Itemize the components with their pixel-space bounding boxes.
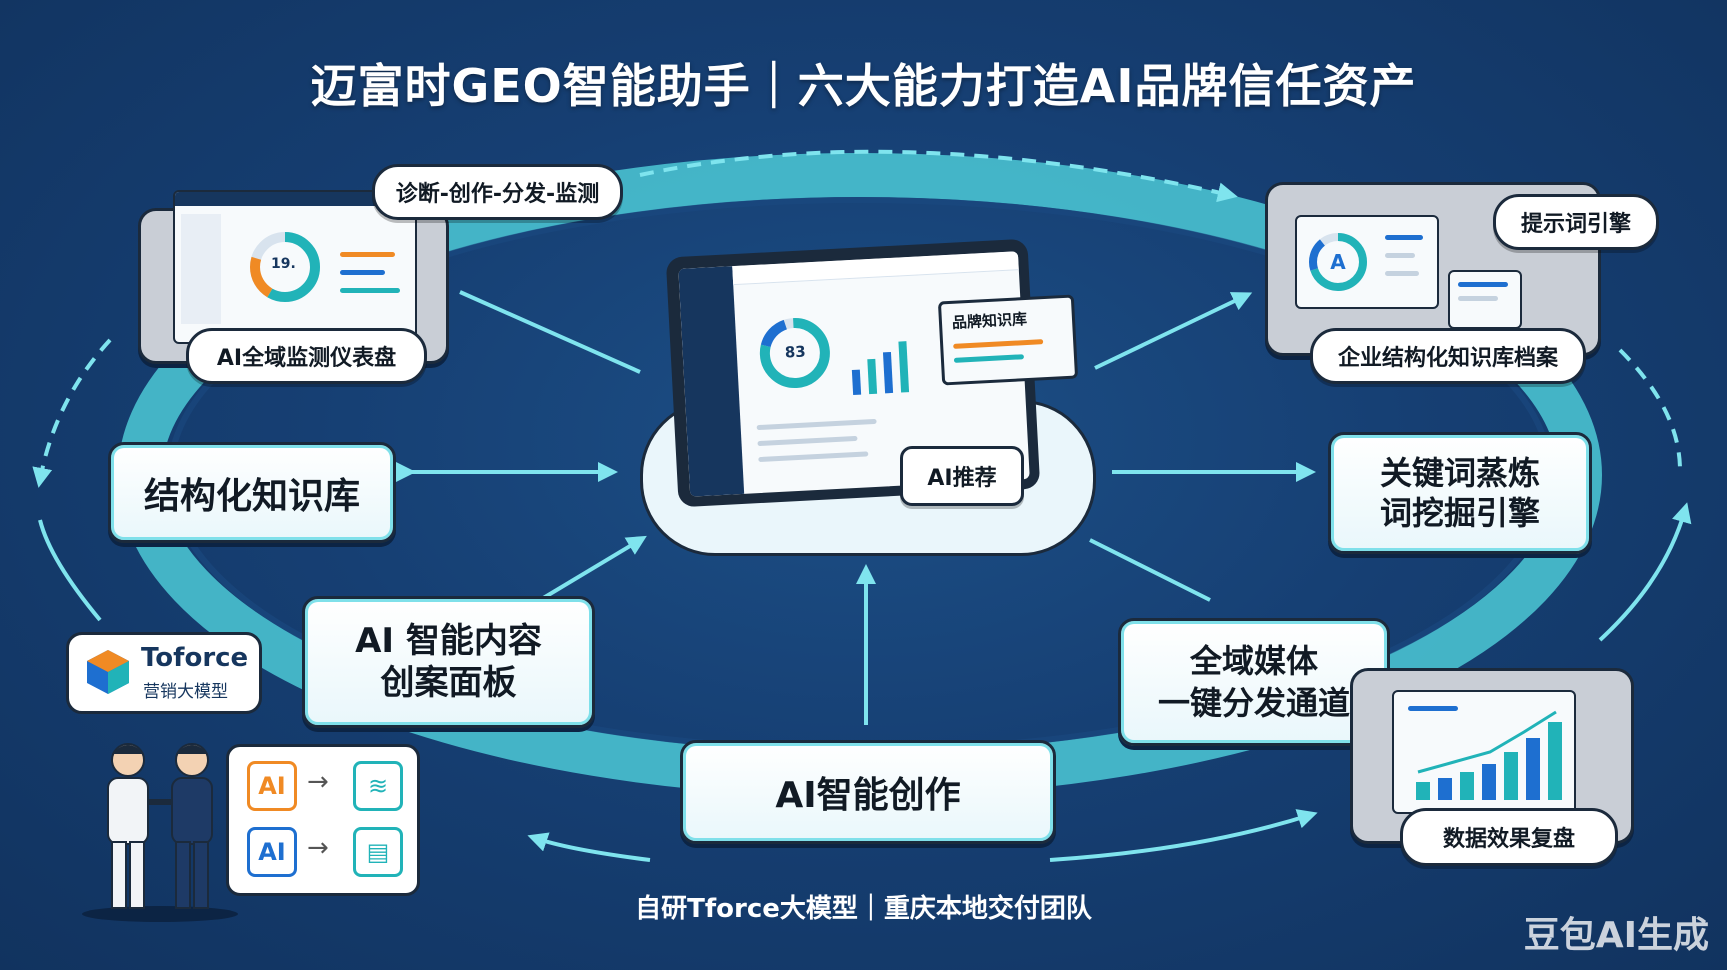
kb-archive-line-3	[1385, 271, 1419, 276]
dashboard-label: AI全域监测仪表盘	[186, 328, 427, 384]
kb-archive-card	[1448, 270, 1522, 329]
toforce-subtitle: 营销大模型	[143, 682, 228, 702]
kb-archive-line-1	[1385, 235, 1423, 240]
arrow-bottom-right	[1049, 809, 1318, 862]
arrow-left-lower	[38, 519, 102, 622]
kb-card-line-1	[1458, 282, 1508, 287]
dashboard-gauge	[250, 232, 320, 302]
ai-tag-blue: AI	[247, 827, 297, 877]
toforce-logo-icon	[87, 650, 129, 694]
center-tablet: 83	[665, 238, 1041, 508]
content-panel-line-2: 创案面板	[380, 663, 517, 703]
prompt-engine-bubble: 提示词引擎	[1493, 194, 1659, 250]
kb-archive-line-2	[1385, 253, 1415, 258]
content-panel-box: AI 智能内容 创案面板	[302, 596, 595, 728]
dashboard-gauge-value: 19.	[271, 256, 296, 272]
keyword-engine-box: 关键词蒸炼 词挖掘引擎	[1328, 432, 1592, 554]
page-title: 迈富时GEO智能助手｜六大能力打造AI品牌信任资产	[310, 59, 1417, 113]
spoke-lower-left	[538, 535, 647, 602]
center-bar-2	[867, 358, 878, 395]
center-tablet-sidebar	[678, 266, 745, 497]
ai-creation-box: AI智能创作	[680, 740, 1056, 844]
media-distribution-box: 全域媒体 一键分发通道	[1118, 618, 1390, 746]
toforce-badge: Toforce 营销大模型	[66, 632, 262, 714]
dashboard-bar-1	[340, 252, 395, 257]
dashboard-screen: 19.	[173, 190, 417, 344]
media-distribution-line-1: 全域媒体	[1189, 642, 1318, 680]
content-panel-line-1: AI 智能内容	[355, 621, 542, 661]
keyword-engine-line-1: 关键词蒸炼	[1379, 454, 1540, 492]
kb-archive-gauge: A	[1309, 233, 1367, 291]
spoke-lower-right	[1089, 538, 1211, 602]
diagnose-flow-bubble: 诊断-创作-分发-监测	[372, 164, 623, 220]
center-gauge-value: 83	[784, 342, 807, 362]
business-people-icon	[82, 743, 238, 922]
center-bar-3	[882, 351, 894, 394]
media-distribution-line-2: 一键分发通道	[1157, 684, 1350, 722]
kb-archive-screen: A	[1295, 215, 1439, 309]
center-list-line-2	[757, 435, 858, 447]
toforce-name: Toforce	[141, 643, 249, 673]
dashed-left-arc	[32, 338, 112, 488]
brand-kb-line-1	[953, 339, 1044, 349]
brand-kb-title: 品牌知识库	[951, 309, 1028, 332]
center-list-line-1	[756, 418, 877, 431]
footer-caption: 自研Tforce大模型｜重庆本地交付团队	[635, 894, 1092, 924]
center-gauge	[759, 318, 830, 389]
dashboard-sidebar	[181, 214, 221, 324]
book-icon: ▤	[353, 827, 403, 877]
center-tablet-topbar	[732, 251, 1019, 286]
dashboard-topbar	[175, 192, 415, 206]
review-title-line	[1408, 706, 1458, 711]
layers-icon: ≋	[353, 761, 403, 811]
dashboard-bar-3	[340, 288, 400, 293]
watermark: 豆包AI生成	[1523, 915, 1709, 956]
ai-conversion-card: AI → ≋ AI → ▤	[226, 744, 420, 896]
spoke-upper-left	[459, 290, 641, 374]
structured-kb-box: 结构化知识库	[108, 442, 396, 543]
center-tablet-screen: 83	[676, 249, 1032, 499]
brand-kb-card: 品牌知识库	[937, 294, 1079, 386]
arrow-right-icon-2: →	[307, 833, 329, 863]
dashed-right-arc	[1618, 348, 1682, 471]
spoke-upper-right	[1094, 292, 1253, 370]
arrow-bottom-left	[527, 832, 651, 862]
arrow-right-icon-1: →	[307, 767, 329, 797]
ai-recommend-bubble: AI推荐	[900, 446, 1024, 506]
kb-archive-label: 企业结构化知识库档案	[1310, 328, 1586, 384]
svg-text:A: A	[1330, 250, 1346, 274]
center-bar-1	[851, 369, 862, 396]
arrow-right-lower	[1598, 502, 1692, 642]
review-chart	[1416, 710, 1562, 800]
center-bar-4	[898, 341, 910, 393]
review-label: 数据效果复盘	[1400, 808, 1618, 866]
ai-tag-orange: AI	[247, 761, 297, 811]
center-list-line-3	[758, 451, 869, 463]
keyword-engine-line-2: 词挖掘引擎	[1379, 494, 1540, 532]
kb-card-line-2	[1458, 296, 1498, 301]
review-screen	[1392, 690, 1576, 814]
dashed-top-arc	[639, 149, 1238, 203]
brand-kb-line-2	[953, 354, 1025, 363]
dashboard-bar-2	[340, 270, 385, 275]
